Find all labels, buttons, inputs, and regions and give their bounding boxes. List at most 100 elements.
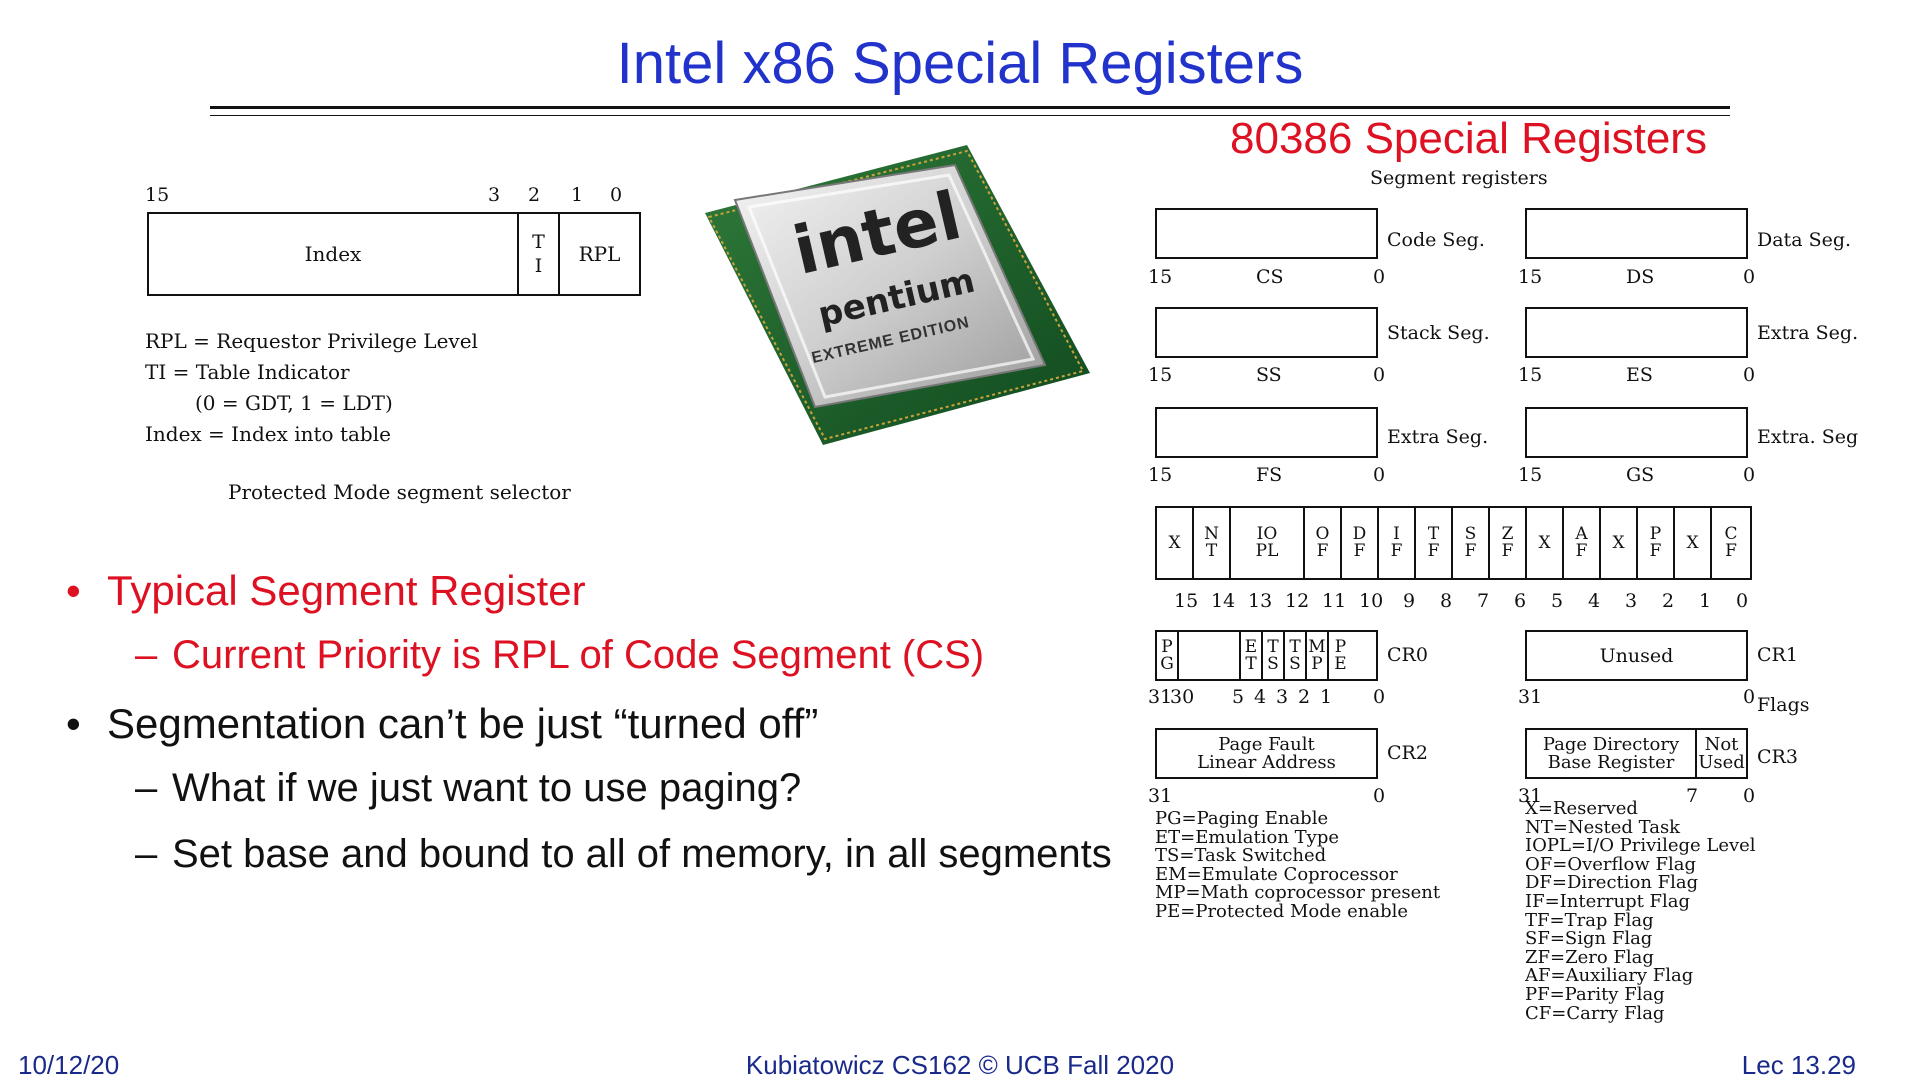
flag-bit-number: 14	[1211, 590, 1236, 612]
cr2-label: CR2	[1387, 742, 1428, 764]
sub-bullet-marker: –	[135, 832, 158, 876]
footer-course: Kubiatowicz CS162 © UCB Fall 2020	[745, 1050, 1175, 1080]
flags-register: X N T IO PL O F D F I F T F S F Z F X A …	[1155, 506, 1752, 580]
flag-legend-line: ZF=Zero Flag	[1525, 946, 1654, 968]
cr3-base-cell: Page Directory Base Register	[1527, 730, 1697, 777]
flag-cell: D F	[1342, 508, 1379, 578]
flags-legend: X=Reserved NT=Nested Task IOPL=I/O Privi…	[1525, 798, 1756, 1024]
cr1-bit-hi: 31	[1518, 686, 1543, 708]
flag-cell: X	[1675, 508, 1712, 578]
flag-legend-line: X=Reserved	[1525, 798, 1638, 819]
ds-register-name: DS	[1626, 266, 1655, 288]
cr0-label: CR0	[1387, 644, 1428, 666]
ss-bit-lo: 0	[1373, 364, 1386, 386]
pentium-chip-illustration	[705, 145, 1090, 445]
fs-register-box	[1155, 407, 1378, 458]
cr3-label: CR3	[1757, 746, 1798, 768]
selector-bit-0: 0	[610, 184, 623, 206]
ss-register-box	[1155, 307, 1378, 358]
flag-bit-number: 4	[1588, 590, 1601, 612]
fs-register-name: FS	[1256, 464, 1283, 486]
flag-cell: X	[1527, 508, 1564, 578]
cr3-bit-mid: 7	[1686, 785, 1699, 807]
cr0-bit-number: 30	[1170, 686, 1195, 708]
cr1-register: Unused	[1525, 630, 1748, 681]
cr0-register: P G E T T S T S M P P E	[1155, 630, 1378, 681]
ds-register-label: Data Seg.	[1757, 229, 1852, 251]
cr3-register: Page Directory Base Register Not Used	[1525, 728, 1748, 779]
flag-legend-line: SF=Sign Flag	[1525, 928, 1653, 950]
ss-register-label: Stack Seg.	[1387, 322, 1490, 344]
es-register-label: Extra Seg.	[1757, 322, 1859, 344]
selector-box: Index T I RPL	[147, 212, 641, 296]
footer-date: 10/12/20	[18, 1050, 120, 1080]
cr1-label: CR1	[1757, 644, 1798, 666]
cr0-bit-number: 2	[1298, 686, 1311, 708]
cs-bit-hi: 15	[1148, 266, 1173, 288]
flag-legend-line: NT=Nested Task	[1525, 816, 1681, 838]
fs-register-label: Extra Seg.	[1387, 426, 1489, 448]
cs-bit-lo: 0	[1373, 266, 1386, 288]
gs-bit-lo: 0	[1743, 464, 1756, 486]
es-bit-hi: 15	[1518, 364, 1543, 386]
gs-register-label: Extra. Seg	[1757, 426, 1859, 448]
sub-bullet-marker: –	[135, 633, 158, 677]
flag-legend-line: TF=Trap Flag	[1525, 909, 1654, 931]
flag-legend-line: IF=Interrupt Flag	[1525, 890, 1691, 912]
cr-legend-line: ET=Emulation Type	[1155, 826, 1340, 848]
flag-cell: X	[1601, 508, 1638, 578]
flag-legend-line: IOPL=I/O Privilege Level	[1525, 835, 1756, 857]
flag-cell: I F	[1379, 508, 1416, 578]
cs-register-label: Code Seg.	[1387, 229, 1485, 251]
es-register-box	[1525, 307, 1748, 358]
ds-bit-hi: 15	[1518, 266, 1543, 288]
cs-register-box	[1155, 208, 1378, 259]
cr0-cell: E T	[1241, 632, 1263, 679]
flag-cell: O F	[1305, 508, 1342, 578]
flag-legend-line: CF=Carry Flag	[1525, 1002, 1665, 1024]
selector-index-field: Index	[149, 214, 519, 294]
cr2-cell: Page Fault Linear Address	[1197, 733, 1336, 773]
es-bit-lo: 0	[1743, 364, 1756, 386]
flag-bit-number: 15	[1174, 590, 1199, 612]
sub-bullet-2-2: Set base and bound to all of memory, in …	[172, 832, 1112, 876]
flag-bit-number: 8	[1440, 590, 1453, 612]
fs-bit-lo: 0	[1373, 464, 1386, 486]
cr1-cell: Unused	[1599, 644, 1674, 667]
cpu-image: intel pentium EXTREME EDITION	[705, 145, 1090, 485]
ds-register-box	[1525, 208, 1748, 259]
flag-cell: IO PL	[1231, 508, 1305, 578]
selector-bit-2: 2	[528, 184, 541, 206]
flag-legend-line: PF=Parity Flag	[1525, 983, 1665, 1005]
flags-side-label: Flags	[1757, 694, 1810, 716]
cr0-bit-number: 5	[1232, 686, 1245, 708]
cs-register-name: CS	[1256, 266, 1284, 288]
flag-cell: S F	[1453, 508, 1490, 578]
segment-registers-heading: Segment registers	[1370, 167, 1548, 189]
gs-bit-hi: 15	[1518, 464, 1543, 486]
ss-bit-hi: 15	[1148, 364, 1173, 386]
cr3-bit-lo: 0	[1743, 785, 1756, 807]
cr0-cell: T S	[1285, 632, 1307, 679]
cr0-cell: T S	[1263, 632, 1285, 679]
cr0-cell: M P	[1307, 632, 1329, 679]
fs-bit-hi: 15	[1148, 464, 1173, 486]
flag-bit-number: 11	[1322, 590, 1347, 612]
flag-legend-line: OF=Overflow Flag	[1525, 853, 1696, 875]
selector-legend-line: (0 = GDT, 1 = LDT)	[195, 391, 393, 415]
subtitle: 80386 Special Registers	[1230, 114, 1707, 163]
selector-ti-field: T I	[519, 214, 560, 294]
cr3-not-used-cell: Not Used	[1698, 733, 1745, 773]
cr0-bit-number: 0	[1373, 686, 1386, 708]
bullet-1: Typical Segment Register	[107, 567, 586, 614]
bullet-marker: •	[66, 700, 81, 747]
cr0-legend: PG=Paging Enable ET=Emulation Type TS=Ta…	[1155, 809, 1440, 922]
flag-cell: A F	[1564, 508, 1601, 578]
es-register-name: ES	[1626, 364, 1653, 386]
cr0-cell: P E	[1334, 636, 1347, 674]
flag-cell: C F	[1724, 524, 1738, 561]
flag-cell: N T	[1194, 508, 1231, 578]
cr1-bit-lo: 0	[1743, 686, 1756, 708]
title-rule	[210, 106, 1730, 116]
selector-bit-3: 3	[488, 184, 501, 206]
